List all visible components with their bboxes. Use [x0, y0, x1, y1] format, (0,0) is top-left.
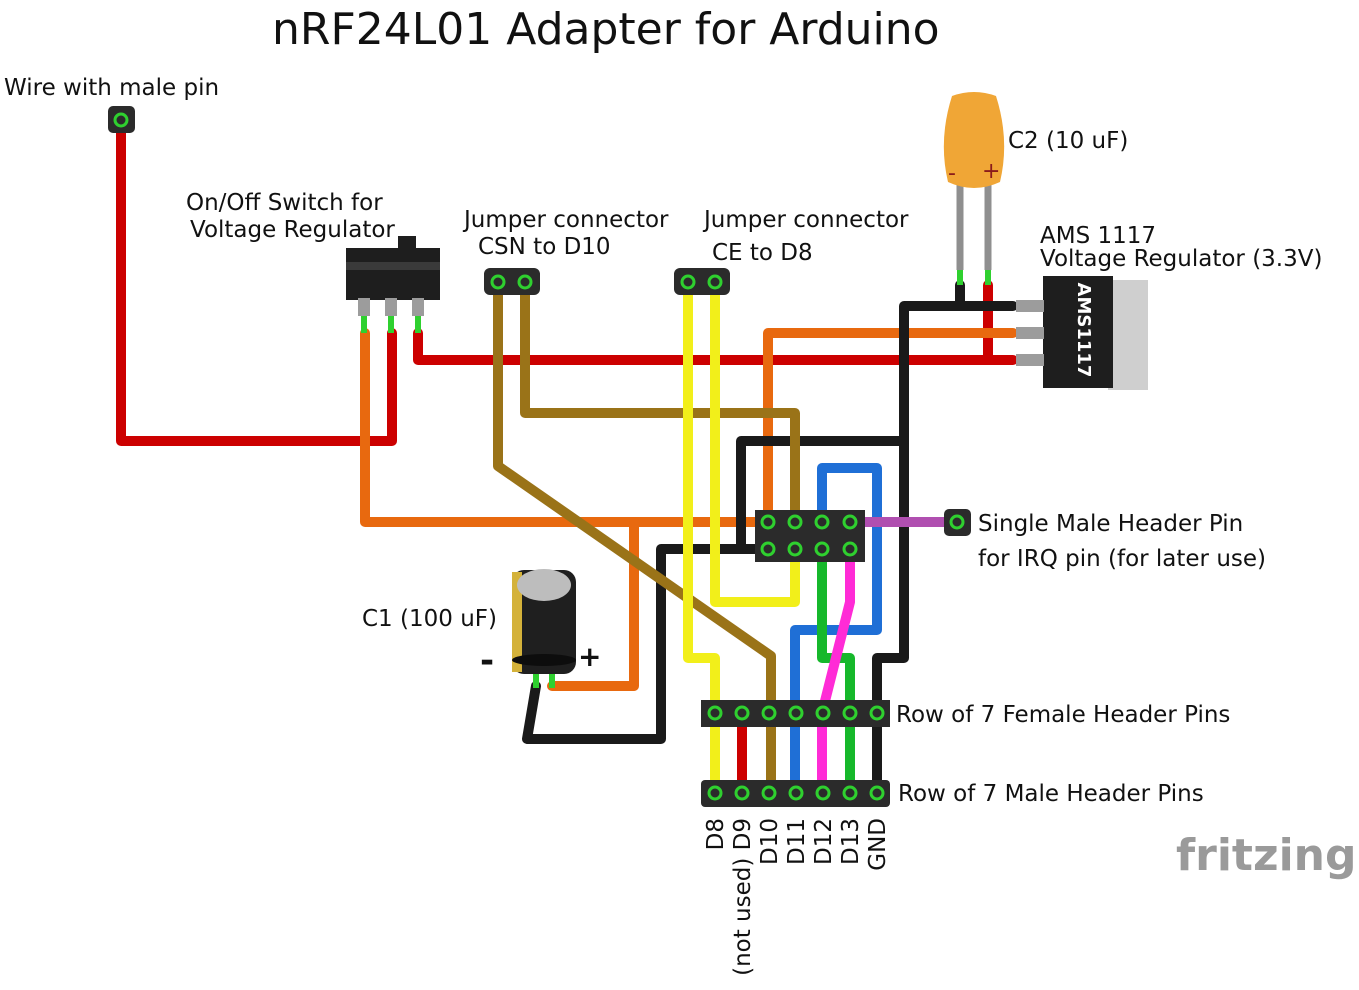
- wire-mosi-top: [790, 463, 882, 798]
- pin-label-d8: D8: [703, 818, 729, 850]
- jumper-connector-csn: [484, 268, 540, 295]
- label-jumper-csn-line2: CSN to D10: [478, 234, 611, 260]
- wire-c1-positive: [547, 517, 639, 691]
- label-switch-line1: On/Off Switch for: [186, 190, 383, 216]
- jumper-connector-ce: [674, 268, 730, 295]
- label-female-row: Row of 7 Female Header Pins: [896, 702, 1230, 728]
- pin-label-d9: (not used) D9: [730, 818, 756, 976]
- label-irq-line1: Single Male Header Pin: [978, 511, 1243, 537]
- c1-minus-sign: -: [480, 641, 494, 681]
- wire-power-input: [116, 117, 397, 446]
- fritzing-logo: fritzing: [1176, 830, 1356, 881]
- label-jumper-csn-line1: Jumper connector: [462, 207, 669, 233]
- capacitor-c1: - +: [480, 569, 601, 688]
- pin-labels: D8 (not used) D9 D10 D11 D12 D13 GND: [703, 818, 891, 976]
- male-header-row: [701, 780, 890, 807]
- label-irq-line2: for IRQ pin (for later use): [978, 546, 1266, 572]
- label-c1: C1 (100 uF): [362, 606, 497, 632]
- wire-csn-jumper-b: [520, 280, 800, 527]
- pin-label-d11: D11: [784, 818, 810, 865]
- wire-switch-to-regulator: [413, 328, 1018, 365]
- pin-label-d12: D12: [811, 818, 837, 865]
- label-switch-line2: Voltage Regulator: [190, 217, 395, 243]
- wire-regulator-output: [763, 328, 1018, 527]
- c1-plus-sign: +: [578, 640, 601, 673]
- diagram-title: nRF24L01 Adapter for Arduino: [272, 4, 940, 55]
- pin-label-d10: D10: [757, 818, 783, 865]
- label-regulator-line2: Voltage Regulator (3.3V): [1040, 246, 1322, 272]
- wire-ground-to-header: [736, 436, 909, 554]
- on-off-switch: [346, 236, 440, 333]
- label-jumper-ce-line2: CE to D8: [712, 240, 813, 266]
- regulator-chip-label: AMS1117: [1073, 283, 1094, 378]
- label-regulator-line1: AMS 1117: [1040, 223, 1156, 249]
- wire-ce-jumper-b: [710, 280, 800, 607]
- irq-header-pin: [944, 509, 971, 536]
- label-jumper-ce-line1: Jumper connector: [702, 207, 909, 233]
- label-c2: C2 (10 uF): [1008, 128, 1128, 154]
- voltage-regulator: AMS1117: [1016, 276, 1148, 390]
- capacitor-c2: - +: [943, 92, 1005, 285]
- c2-minus-sign: -: [948, 161, 956, 186]
- pin-label-gnd: GND: [865, 818, 891, 871]
- label-wire-pin: Wire with male pin: [4, 75, 219, 101]
- female-header-row: [701, 700, 890, 727]
- wire-male-pin: [108, 106, 135, 133]
- c2-plus-sign: +: [982, 159, 1000, 184]
- label-male-row: Row of 7 Male Header Pins: [898, 781, 1204, 807]
- pin-label-d13: D13: [838, 818, 864, 865]
- nrf-header-block: [755, 510, 865, 562]
- wire-sck: [817, 544, 855, 798]
